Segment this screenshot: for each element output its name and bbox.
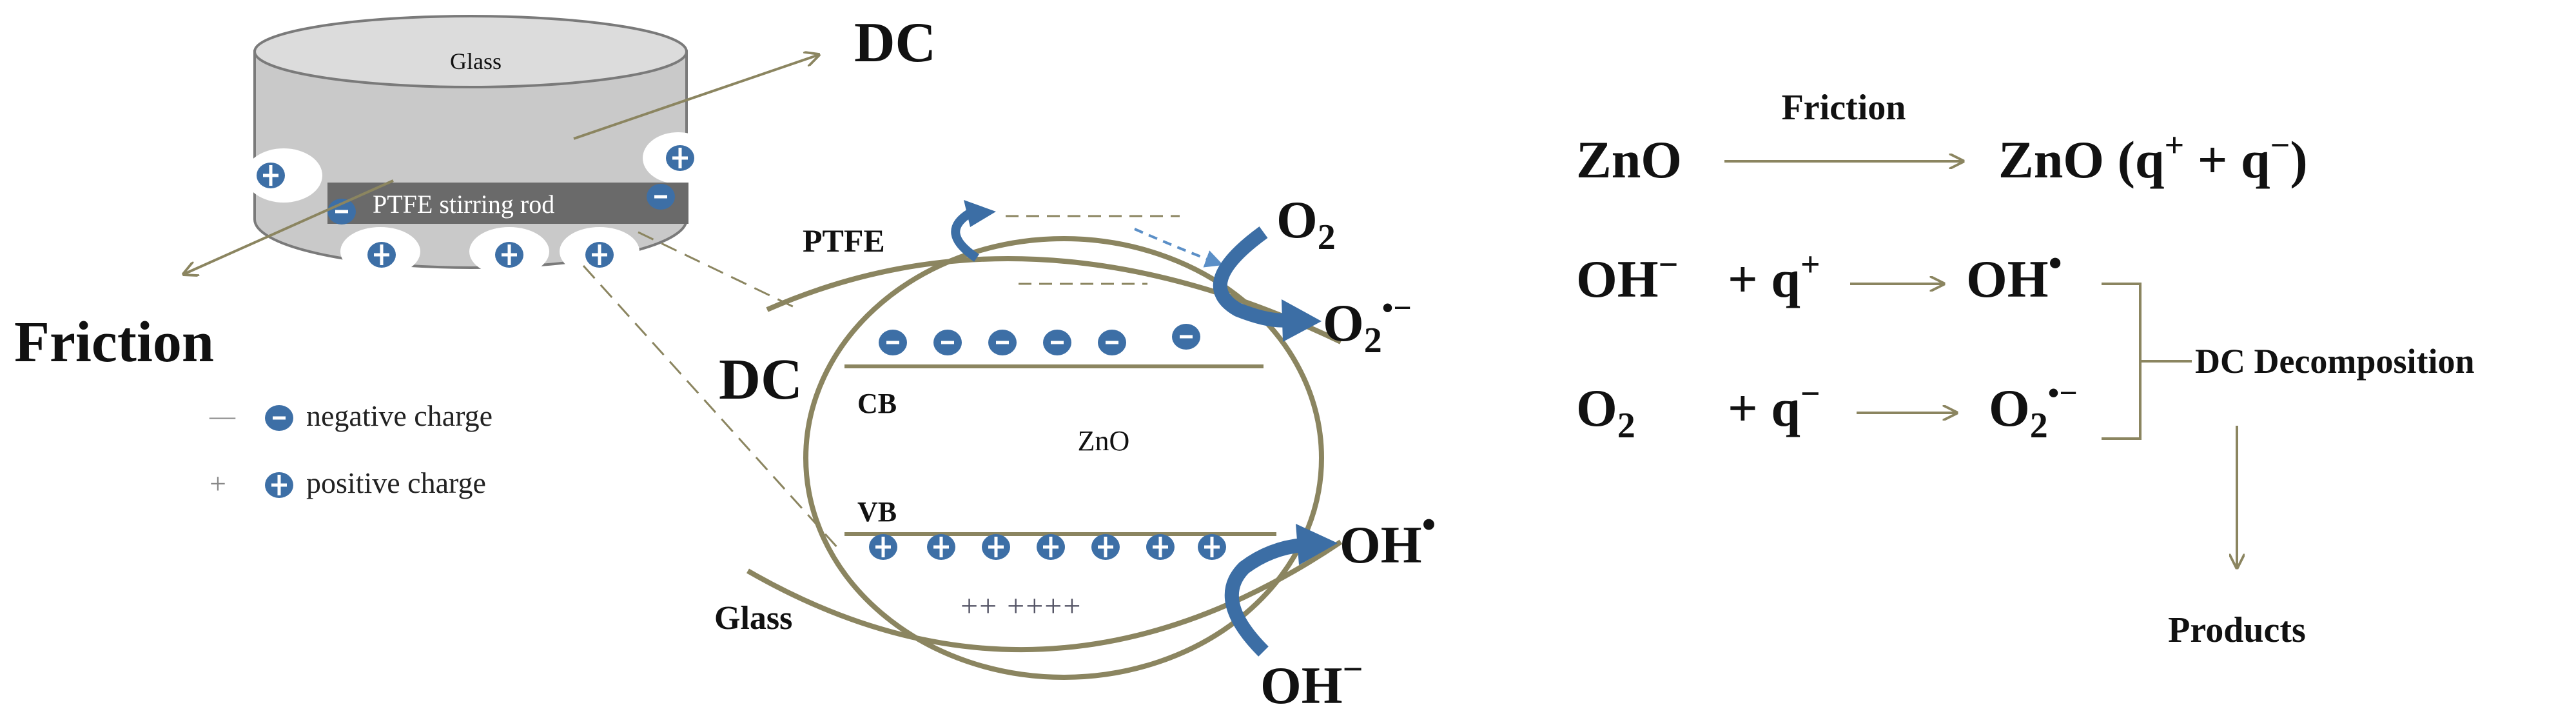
oh-oxidation-arrowhead	[1296, 524, 1338, 565]
vb-label: VB	[857, 496, 897, 528]
middle-glass-label: Glass	[714, 600, 792, 637]
friction-pointer-arrow	[184, 179, 394, 274]
eq3-product: O2•−	[1989, 375, 2078, 446]
eq1-arrow-label: Friction	[1782, 88, 1906, 128]
legend-negative-text: negative charge	[306, 399, 493, 432]
legend-positive-sign: +	[210, 467, 226, 500]
eq2-plus: + q+	[1728, 245, 1820, 308]
ptfe-rod-label: PTFE stirring rod	[373, 190, 554, 219]
o2-reduction-arrow	[1213, 226, 1291, 328]
eq3-reactant: O2	[1576, 379, 1635, 446]
o2-label: O2	[1276, 190, 1336, 257]
legend-positive: + positive charge	[210, 466, 486, 500]
decomposition-bracket	[2102, 283, 2192, 440]
electron-transfer-arrow	[1134, 228, 1224, 268]
oh-oxidation-arrow	[1224, 538, 1303, 657]
o2-radical-label: O2•−	[1323, 290, 1412, 361]
o2-reduction-arrowhead	[1282, 299, 1322, 342]
legend-positive-text: positive charge	[306, 466, 486, 499]
glass-surface	[746, 539, 1343, 653]
ptfe-curl-arrowhead	[964, 200, 996, 227]
ptfe-stirring-rod	[327, 183, 688, 224]
eq1-product: ZnO (q+ + q−)	[1998, 126, 2308, 189]
glass-plus-charges: ++ ++++	[961, 589, 1082, 623]
oh-radical-label: OH•	[1340, 503, 1436, 574]
eq3-plus: + q−	[1728, 374, 1820, 437]
left-friction-label: Friction	[14, 310, 214, 374]
eq2-reactant: OH−	[1576, 245, 1678, 308]
oh-minus-label: OH−	[1260, 650, 1363, 715]
dc-pointer-arrow	[573, 55, 819, 140]
middle-dc-label: DC	[719, 348, 803, 412]
legend-negative: — negative charge	[209, 399, 493, 432]
eq1-reactant: ZnO	[1576, 130, 1682, 189]
zno-label: ZnO	[1078, 425, 1130, 457]
cb-electrons	[879, 324, 1200, 355]
zoom-lines	[582, 231, 839, 550]
beaker-glass-label: Glass	[450, 48, 502, 74]
ptfe-curl-arrow	[951, 208, 979, 262]
products-label: Products	[2168, 610, 2306, 650]
left-dc-label: DC	[854, 12, 936, 74]
decomposition-label: DC Decomposition	[2195, 342, 2474, 381]
ptfe-label: PTFE	[803, 223, 885, 259]
ptfe-surface	[766, 256, 1342, 344]
zno-particle	[803, 236, 1324, 680]
eq2-product: OH•	[1966, 242, 2062, 308]
legend-negative-sign: —	[209, 401, 236, 430]
vb-holes	[869, 534, 1226, 560]
cb-label: CB	[857, 388, 897, 419]
